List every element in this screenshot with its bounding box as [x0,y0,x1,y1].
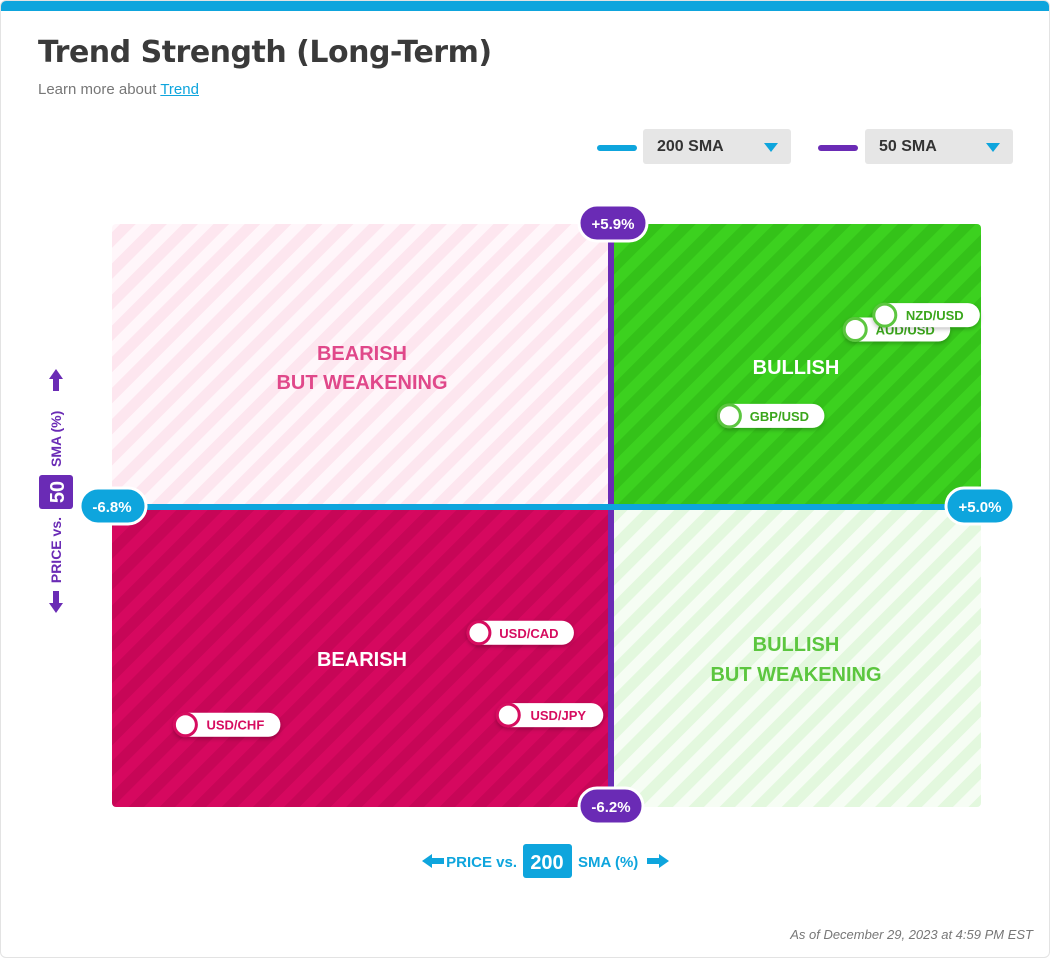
quadrant-label-top-left-1: BEARISH [317,343,407,365]
x-period-badge-bg [523,844,572,878]
point-marker [872,302,898,328]
point-label: GBP/USD [750,409,809,424]
learn-more-prefix: Learn more about [38,81,157,98]
point-pill [498,703,604,728]
chevron-down-icon [764,143,778,152]
point-label: USD/JPY [530,708,586,723]
quadrant-bullish [611,224,981,507]
point-marker [172,712,198,738]
y-series-swatch [818,145,858,151]
quadrant-label-bottom-left-1: BEARISH [317,649,407,671]
x-axis-title: PRICE vs. 200 SMA (%) [422,844,669,878]
x-series-swatch [597,145,637,151]
x-max-badge: +5.0% [944,486,1016,526]
top-accent-bar [1,1,1049,11]
y-axis-title: SMA (%) 50 PRICE vs. [39,369,73,613]
x-max-label: +5.0% [959,499,1002,516]
y-max-label: +5.9% [592,216,635,233]
y-sma-select[interactable]: 50 SMA [865,129,1013,164]
point-label: USD/CAD [499,626,558,641]
point-pill [874,303,980,328]
quadrant-label-top-left-2: BUT WEAKENING [276,372,447,394]
arrow-left-icon [422,854,444,868]
quadrant-bullish-weakening [611,507,981,807]
y-min-badge: -6.2% [577,786,645,826]
point-usd-cad[interactable]: USD/CAD [466,620,574,646]
y-axis-title-suffix: SMA (%) [48,411,64,467]
x-min-label: -6.8% [92,499,131,516]
point-pill [468,620,574,645]
x-axis-title-suffix: SMA (%) [578,854,638,871]
quadrant-label-bottom-right-2: BUT WEAKENING [710,664,881,686]
point-marker [842,317,868,343]
point-usd-chf[interactable]: USD/CHF [172,712,281,738]
point-marker [495,702,521,728]
x-axis-title-period: 200 [530,852,563,874]
point-pill [719,403,825,428]
y-max-badge: +5.9% [577,203,649,243]
page-title: Trend Strength (Long-Term) [38,35,492,70]
arrow-right-icon [647,854,669,868]
chevron-down-icon [986,143,1000,152]
y-axis-title-prefix: PRICE vs. [48,517,64,583]
quadrant-label-top-right-1: BULLISH [753,357,840,379]
quadrant-chart: BEARISH BUT WEAKENING BULLISH BEARISH BU… [39,203,1016,878]
trend-link[interactable]: Trend [160,81,199,98]
y-min-label: -6.2% [591,799,630,816]
arrow-up-icon [49,369,63,391]
y-sma-select-value: 50 SMA [879,138,937,155]
quadrant-label-bottom-right-1: BULLISH [753,634,840,656]
as-of-timestamp: As of December 29, 2023 at 4:59 PM EST [790,927,1033,942]
point-usd-jpy[interactable]: USD/JPY [495,702,604,728]
point-gbp-usd[interactable]: GBP/USD [716,403,825,429]
point-label: USD/CHF [206,718,264,733]
learn-more-text: Learn more about Trend [38,81,199,98]
quadrant-bearish-weakening [112,224,611,507]
y-period-badge-bg [39,475,73,509]
x-sma-select-value: 200 SMA [657,138,724,155]
y-axis-title-period: 50 [47,481,69,503]
x-sma-select[interactable]: 200 SMA [643,129,791,164]
x-axis-title-prefix: PRICE vs. [446,854,517,871]
point-pill [175,712,281,737]
points-layer: AUD/USDNZD/USDGBP/USDUSD/CADUSD/JPYUSD/C… [172,302,980,738]
point-marker [716,403,742,429]
point-label: NZD/USD [906,308,964,323]
x-min-badge: -6.8% [78,486,148,526]
point-marker [466,620,492,646]
arrow-down-icon [49,591,63,613]
point-nzd-usd[interactable]: NZD/USD [872,302,980,328]
